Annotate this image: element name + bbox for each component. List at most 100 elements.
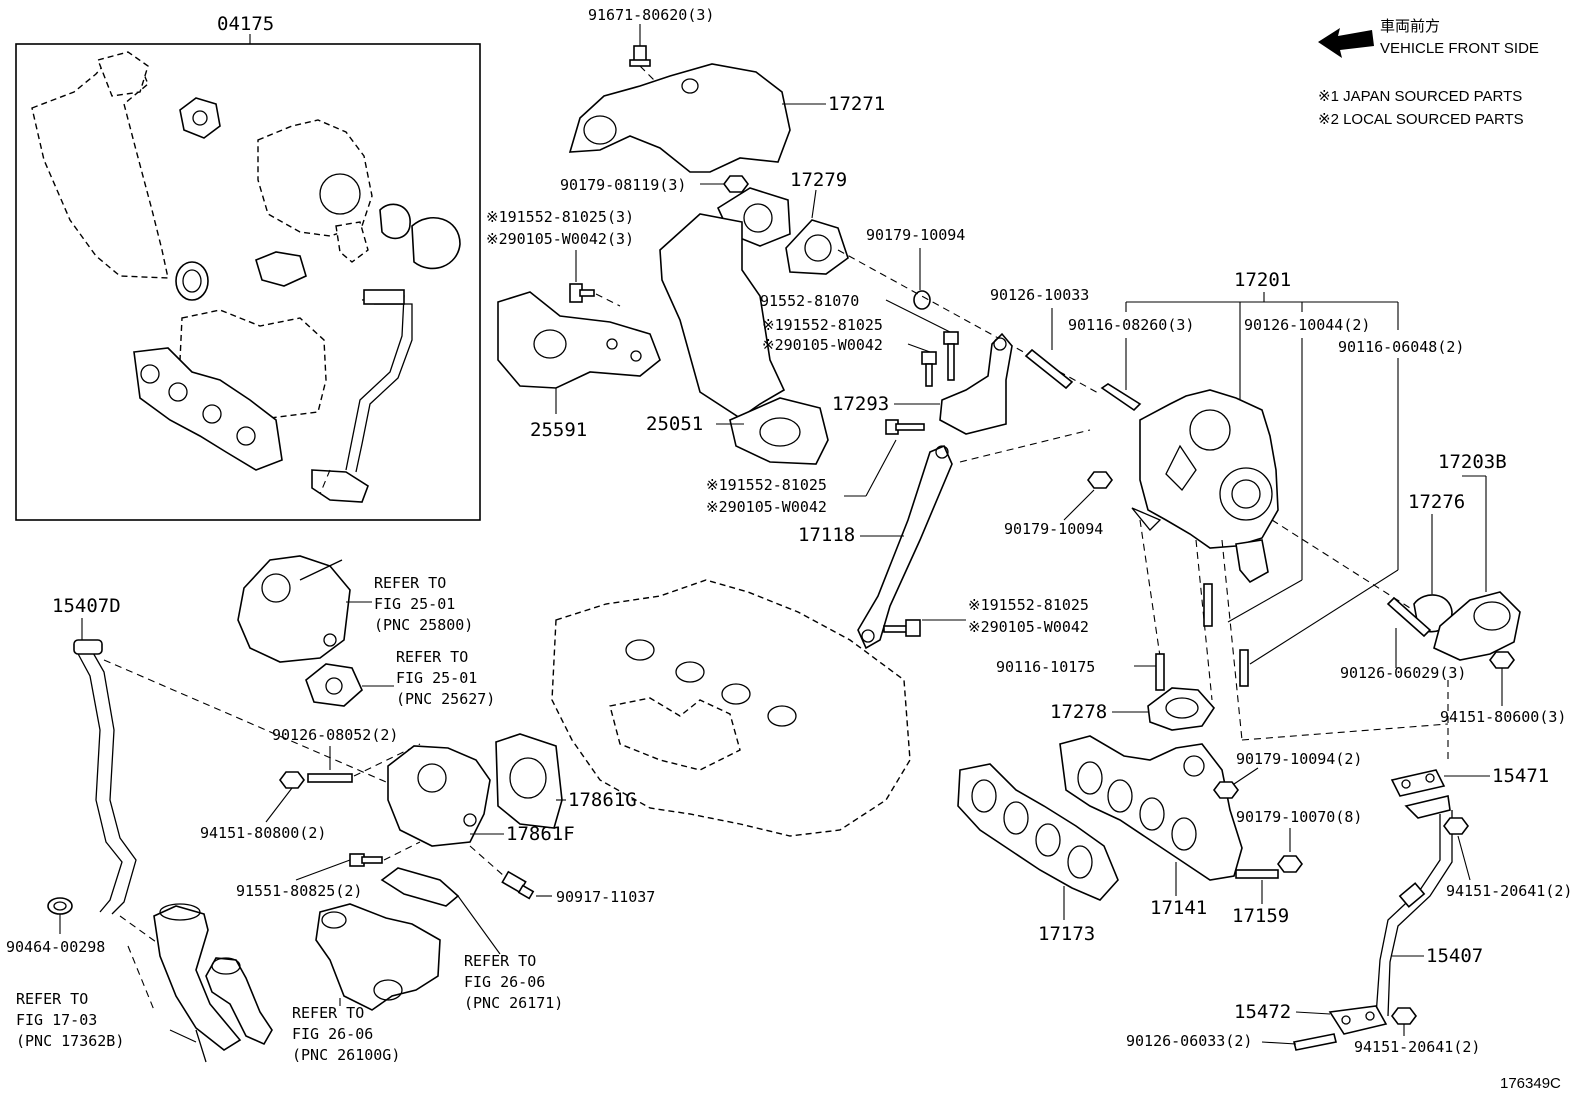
nut-90179-10094-c <box>1213 781 1239 799</box>
label-17278: 17278 <box>1050 701 1107 723</box>
converter-25051 <box>659 187 829 465</box>
label-90116-06048: 90116-06048(2) <box>1338 338 1464 356</box>
exhaust-manifold-17141 <box>1059 735 1243 881</box>
stud-90126-10044 <box>1239 649 1249 687</box>
refer3-line1: REFER TO <box>464 952 536 970</box>
direction-en: VEHICLE FRONT SIDE <box>1380 40 1539 57</box>
label-90116-10175: 90116-10175 <box>996 658 1095 676</box>
label-94151-80600: 94151-80600(3) <box>1440 708 1566 726</box>
gasket-25627 <box>305 663 363 707</box>
label-90126-10033: 90126-10033 <box>990 286 1089 304</box>
refer2-line2: FIG 25-01 <box>396 669 477 687</box>
bolt-191552-d <box>883 619 921 637</box>
label-90179-10094-a: 90179-10094 <box>866 226 965 244</box>
label-25051: 25051 <box>646 413 703 435</box>
label-90179-10094-c: 90179-10094(2) <box>1236 750 1362 768</box>
assembly-04175-frame <box>15 43 481 521</box>
stud-90126-06029 <box>1386 596 1432 638</box>
label-04175: 04175 <box>217 13 274 35</box>
outlet-17203b <box>1433 591 1521 661</box>
label-191552-d: ※191552-81025 <box>968 596 1089 614</box>
gasket-26171 <box>380 867 460 907</box>
nut-94151-20641-b <box>1391 1007 1417 1025</box>
stay-17118 <box>857 444 953 650</box>
nut-90179-10094-a <box>913 290 931 310</box>
gasket-17279 <box>785 219 849 275</box>
note-japan-sourced: ※1 JAPAN SOURCED PARTS <box>1318 88 1522 105</box>
refer1-line3: (PNC 25800) <box>374 616 473 634</box>
label-17271: 17271 <box>828 93 885 115</box>
label-17141: 17141 <box>1150 897 1207 919</box>
water-pipe-17362b <box>153 903 273 1063</box>
label-90126-06029: 90126-06029(3) <box>1340 664 1466 682</box>
label-17201: 17201 <box>1234 269 1291 291</box>
gasket-17173 <box>957 763 1119 901</box>
refer2-line3: (PNC 25627) <box>396 690 495 708</box>
bracket-25591 <box>497 291 661 389</box>
label-94151-20641-b: 94151-20641(2) <box>1354 1038 1480 1056</box>
label-191552-a: ※191552-81025(3) <box>486 208 634 226</box>
label-17861g: 17861G <box>568 789 637 811</box>
label-17173: 17173 <box>1038 923 1095 945</box>
nut-94151-80800 <box>279 771 305 789</box>
stud-90126-10033 <box>1024 348 1074 390</box>
label-290105-c: ※290105-W0042 <box>706 498 827 516</box>
cylinder-head-dashed <box>551 579 911 837</box>
hose-15407d <box>73 639 137 915</box>
label-94151-20641-a: 94151-20641(2) <box>1446 882 1572 900</box>
label-90116-08260: 90116-08260(3) <box>1068 316 1194 334</box>
bolt-17118-top <box>885 419 925 435</box>
nut-90179-08119 <box>723 175 749 193</box>
label-191552-c: ※191552-81025 <box>706 476 827 494</box>
label-17203b: 17203B <box>1438 451 1507 473</box>
oil-pipe-15407 <box>1375 795 1453 1017</box>
label-290105-d: ※290105-W0042 <box>968 618 1089 636</box>
label-17279: 17279 <box>790 169 847 191</box>
vacuum-pump-25800 <box>237 555 351 663</box>
label-90464-00298: 90464-00298 <box>6 938 105 956</box>
nut-94151-80600 <box>1489 651 1515 669</box>
stud-90116-08260 <box>1100 383 1142 412</box>
bolt-91551-80825 <box>349 853 383 867</box>
assembly-04175-parts <box>31 51 461 503</box>
stud-17159 <box>1235 869 1279 879</box>
label-90179-08119: 90179-08119(3) <box>560 176 686 194</box>
refer1-line2: FIG 25-01 <box>374 595 455 613</box>
refer4-line2: FIG 17-03 <box>16 1011 97 1029</box>
sensor-90917-11037 <box>501 870 535 900</box>
label-15407d: 15407D <box>52 595 121 617</box>
refer3-line2: FIG 26-06 <box>464 973 545 991</box>
label-17293: 17293 <box>832 393 889 415</box>
vehicle-front-arrow <box>1318 28 1374 58</box>
bolt-191552-a <box>569 283 595 303</box>
nut-90179-10070 <box>1277 855 1303 873</box>
clamp-90464-00298 <box>47 897 73 915</box>
label-90917-11037: 90917-11037 <box>556 888 655 906</box>
label-90126-08052: 90126-08052(2) <box>272 726 398 744</box>
label-91671-80620: 91671-80620(3) <box>588 6 714 24</box>
label-91551-80825: 91551-80825(2) <box>236 882 362 900</box>
figure-id: 176349C <box>1500 1075 1561 1092</box>
label-90179-10070: 90179-10070(8) <box>1236 808 1362 826</box>
label-15472: 15472 <box>1234 1001 1291 1023</box>
stud-90126-06033 <box>1293 1033 1337 1051</box>
bolt-91552-81070 <box>943 331 959 381</box>
turbocharger-17201 <box>1131 389 1279 584</box>
label-15407: 15407 <box>1426 945 1483 967</box>
label-17118: 17118 <box>798 524 855 546</box>
gasket-15471 <box>1390 769 1446 797</box>
stud-90116-10175 <box>1155 583 1213 691</box>
label-191552-b: ※191552-81025 <box>762 316 883 334</box>
bracket-17293 <box>939 332 1013 435</box>
label-290105-b: ※290105-W0042 <box>762 336 883 354</box>
label-90126-10044: 90126-10044(2) <box>1244 316 1370 334</box>
label-25591: 25591 <box>530 419 587 441</box>
label-90179-10094-b: 90179-10094 <box>1004 520 1103 538</box>
refer5-line2: FIG 26-06 <box>292 1025 373 1043</box>
water-inlet-26100g <box>315 903 441 1011</box>
label-17861f: 17861F <box>506 823 575 845</box>
refer4-line1: REFER TO <box>16 990 88 1008</box>
refer2-line1: REFER TO <box>396 648 468 666</box>
label-290105-a: ※290105-W0042(3) <box>486 230 634 248</box>
water-outlet-17861f <box>387 745 491 847</box>
